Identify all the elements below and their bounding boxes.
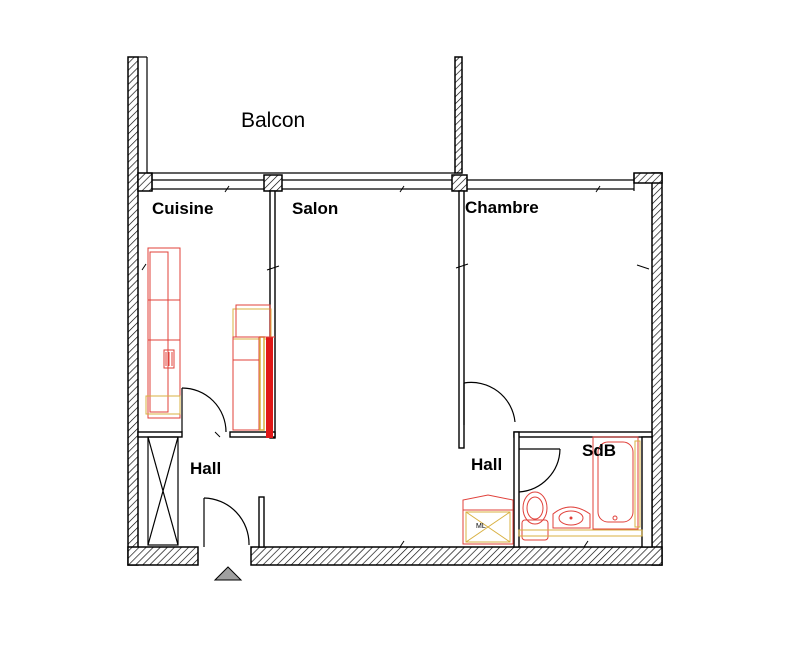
facade-pillar-left — [137, 172, 153, 192]
interior-partitions — [137, 190, 653, 548]
room-label-sdb: SdB — [582, 441, 616, 460]
bathroom-right-wall — [641, 436, 653, 548]
facade-pillar-mid — [263, 174, 283, 192]
room-label-cuisine: Cuisine — [152, 199, 213, 218]
room-label-balcon: Balcon — [241, 109, 305, 132]
bathroom-sink — [552, 506, 591, 529]
toilet — [521, 491, 549, 541]
bottom-wall-left — [127, 546, 199, 566]
room-label-hall-right: Hall — [471, 455, 502, 474]
room-label-salon: Salon — [292, 199, 338, 218]
left-wall — [127, 56, 139, 566]
entry-closet — [147, 436, 179, 546]
room-label-hall-left: Hall — [190, 459, 221, 478]
top-wall-right — [633, 172, 663, 184]
washing-machine: ML — [462, 494, 514, 545]
bathroom-left-wall — [513, 431, 520, 548]
entrance-marker — [213, 566, 243, 581]
room-label-chambre: Chambre — [465, 198, 539, 217]
right-wall — [651, 172, 663, 566]
bathroom-counter — [518, 529, 643, 537]
kitchen-tall-units — [232, 304, 275, 438]
bathtub — [592, 436, 641, 530]
bottom-wall-right — [250, 546, 663, 566]
hall-lower-partition — [258, 496, 265, 548]
doors — [181, 381, 561, 547]
balcony-right-wall — [454, 56, 463, 174]
salon-chambre-partition — [458, 190, 465, 449]
room-labels: Balcon Cuisine Salon Chambre Hall Hall S… — [152, 109, 616, 478]
washing-machine-label: ML — [476, 523, 486, 530]
kitchen-bottom-partition-right — [229, 431, 276, 438]
exterior-walls — [127, 56, 663, 566]
facade-pillar-right — [451, 174, 468, 192]
kitchen-counter — [145, 247, 181, 419]
bathroom-top-wall — [513, 431, 653, 438]
kitchen-bottom-partition — [137, 431, 183, 438]
balcony-outline — [138, 56, 455, 174]
wall-ticks — [141, 185, 650, 548]
facade-windows — [151, 173, 635, 191]
